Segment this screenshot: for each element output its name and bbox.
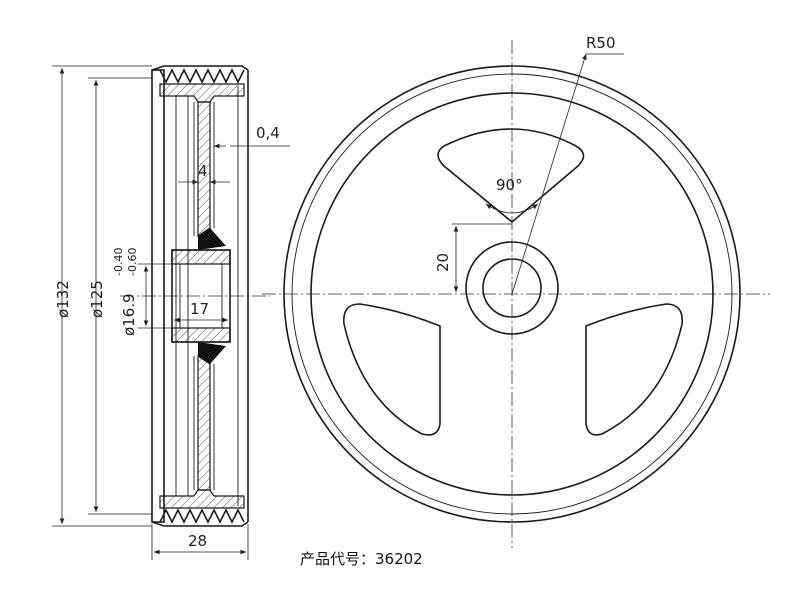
dim-hub-offset: 20 [434,253,452,272]
side-section-view: ø132 ø125 ø16.9 -0.40 -0.60 17 4 0,4 28 [52,65,290,560]
product-code-label: 产品代号：36202 [300,550,423,568]
spoke-cutout-left [343,303,441,436]
outer-rim-circle [283,65,741,523]
dim-angle: 90° [496,176,523,194]
v-grooves-top [159,68,245,84]
dim-total-width: 28 [188,532,207,550]
front-view: R50 90° 20 [262,34,770,548]
dim-web-thickness: 4 [198,162,208,180]
inner-rim-circle [310,92,714,496]
spoke-cutout-right [585,303,683,436]
dim-bore-tolerance-lower: -0.60 [126,248,139,276]
v-grooves-bottom [159,508,245,524]
hub-outer-circle [465,241,559,335]
dim-offset: 0,4 [256,124,280,142]
dim-outer-diameter: ø132 [54,280,72,318]
dim-bore-diameter: ø16.9 [120,293,138,336]
spoke-cutout-top [437,128,585,224]
dim-bore-tolerance-upper: -0.40 [112,248,125,276]
dim-hub-length: 17 [190,300,209,318]
hub-bore-circle [482,258,542,318]
dim-radius: R50 [586,34,616,52]
web-lower [197,354,211,491]
dim-groove-diameter: ø125 [88,280,106,318]
